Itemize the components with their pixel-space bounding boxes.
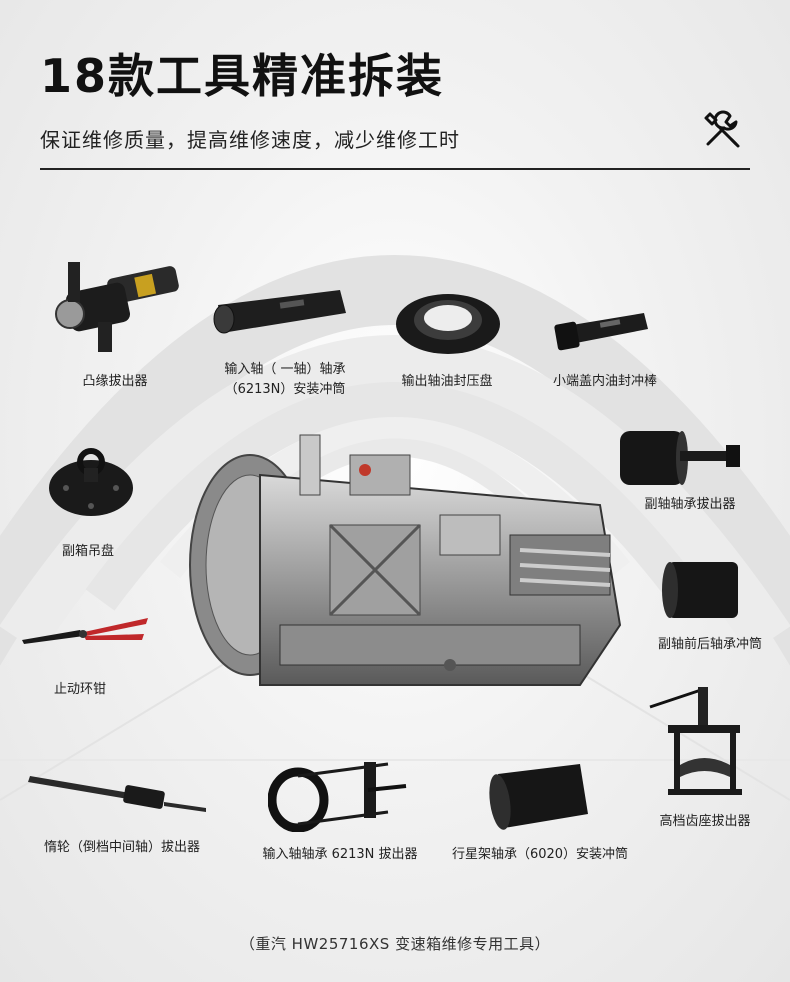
snap-ring-pliers-icon (20, 612, 150, 652)
flange-puller-icon (48, 252, 188, 357)
input-bearing-puller-icon (268, 762, 408, 832)
tool-label-seal-punch-rod: 小端盖内油封冲棒 (552, 374, 657, 389)
tool-label-gear-seat-puller: 高档齿座拔出器 (659, 814, 751, 829)
lifting-plate-icon (46, 440, 136, 520)
tool-label-bearing-driver-cylinder: 副轴前后轴承冲筒 (657, 637, 762, 652)
countershaft-bearing-puller-icon (618, 425, 743, 490)
tool-label-flange-puller: 凸缘拔出器 (82, 374, 148, 389)
page-title: 18款工具精准拆装 (40, 49, 445, 103)
idler-shaft-puller-icon (28, 770, 210, 815)
bearing-driver-cylinder-icon (662, 558, 742, 623)
tool-label-idler-shaft-puller: 惰轮（倒档中间轴）拔出器 (43, 840, 200, 855)
tool-label-countershaft-bearing-puller: 副轴轴承拔出器 (644, 497, 736, 512)
tool-label-planet-carrier-driver: 行星架轴承（6020）安装冲筒 (451, 847, 629, 862)
tool-label-lifting-plate: 副箱吊盘 (61, 544, 114, 559)
tool-label-snap-ring-pliers: 止动环钳 (53, 682, 106, 697)
tool-label-input-shaft-bearing-driver: 输入轴（ 一轴）轴承 （6213N）安装冲筒 (200, 360, 370, 400)
tool-label-line1: 输入轴（ 一轴）轴承 (224, 362, 346, 377)
gear-seat-puller-icon (648, 685, 748, 800)
footer-note: （重汽 HW25716XS 变速箱维修专用工具） (239, 935, 551, 953)
wrench-screwdriver-icon (700, 108, 744, 152)
planet-carrier-driver-icon (488, 760, 593, 832)
transmission-gearbox-icon (180, 425, 640, 729)
page-subtitle: 保证维修质量，提高维修速度，减少维修工时 (40, 128, 460, 152)
tool-label-oil-seal-press-plate: 输出轴油封压盘 (401, 374, 493, 389)
tool-label-line2: （6213N）安装冲筒 (224, 382, 346, 397)
oil-seal-press-plate-icon (393, 282, 503, 357)
seal-punch-rod-icon (552, 305, 652, 355)
input-shaft-bearing-driver-icon (212, 285, 352, 340)
tool-label-input-bearing-puller: 输入轴轴承 6213N 拔出器 (262, 847, 418, 862)
header-divider (40, 168, 750, 170)
